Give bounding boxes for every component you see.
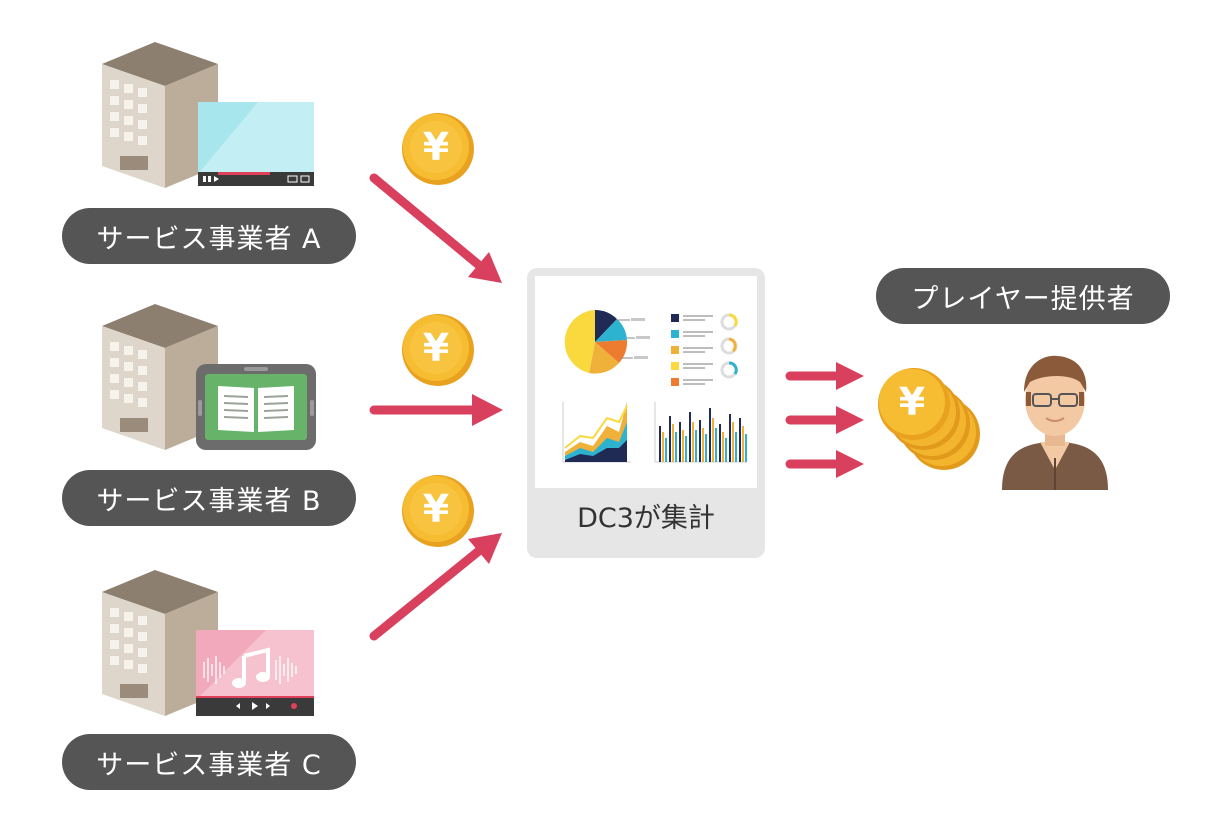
aggregator-label: DC3が集計 bbox=[577, 503, 715, 534]
arrow-b bbox=[369, 394, 503, 426]
dashboard-panel bbox=[535, 276, 757, 488]
ebook-tablet-icon bbox=[196, 364, 318, 452]
svg-text:¥: ¥ bbox=[423, 125, 449, 169]
arrow-a bbox=[369, 173, 502, 283]
svg-text:¥: ¥ bbox=[423, 487, 449, 531]
aggregator-box: DC3が集計 bbox=[527, 268, 765, 558]
music-player-icon bbox=[196, 630, 316, 716]
yen-coin-icon-a: ¥ bbox=[400, 111, 476, 187]
yen-coin-icon-c: ¥ bbox=[400, 473, 476, 549]
arrow-out-1 bbox=[785, 362, 864, 390]
person-avatar-icon bbox=[1000, 348, 1110, 490]
arrow-out-2 bbox=[785, 406, 864, 434]
recipient-label: プレイヤー提供者 bbox=[876, 268, 1170, 324]
video-player-icon bbox=[198, 102, 316, 186]
arrow-c bbox=[369, 533, 502, 641]
svg-text:¥: ¥ bbox=[899, 380, 925, 424]
provider-label-a: サービス事業者 A bbox=[62, 208, 356, 264]
dashboard-illustration bbox=[562, 310, 747, 463]
arrow-out-3 bbox=[785, 450, 864, 478]
yen-coin-stack-icon: ¥ bbox=[878, 368, 990, 472]
provider-label-b: サービス事業者 B bbox=[62, 470, 356, 526]
svg-text:¥: ¥ bbox=[423, 326, 449, 370]
yen-coin-icon-b: ¥ bbox=[400, 312, 476, 388]
provider-label-c: サービス事業者 C bbox=[62, 734, 356, 790]
